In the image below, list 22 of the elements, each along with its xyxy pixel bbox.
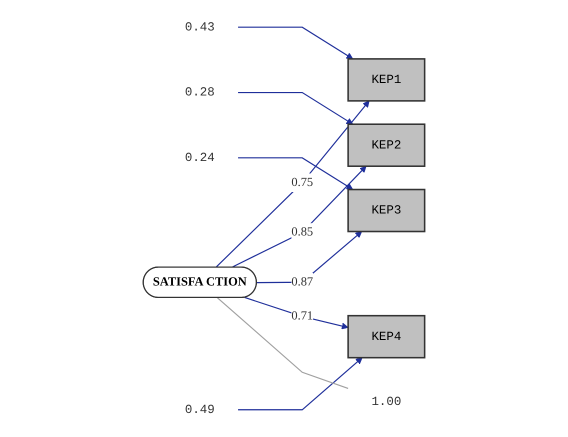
node-box: KEP1	[347, 58, 426, 102]
arrow	[256, 231, 362, 284]
node-text: 0.49	[184, 402, 215, 417]
node-text: 0.24	[184, 150, 215, 165]
arrow	[238, 157, 354, 190]
edge-label: 0.71	[291, 309, 314, 323]
node-box: KEP3	[347, 188, 426, 232]
node-text: 0.43	[184, 20, 215, 34]
arrow	[238, 26, 354, 60]
arrow	[238, 357, 363, 410]
arrow	[231, 166, 367, 268]
edge-label: 0.75	[291, 176, 314, 189]
edge-label: 0.87	[291, 275, 314, 288]
node-text: 1.00	[372, 394, 402, 409]
node-text: 0.28	[184, 86, 215, 100]
arrow	[215, 100, 370, 268]
connector	[217, 297, 348, 390]
node-box: KEP4	[347, 314, 426, 358]
arrow	[238, 92, 354, 125]
node-box: KEP2	[347, 123, 426, 167]
edge-label: 0.85	[291, 225, 314, 239]
arrow	[244, 296, 348, 330]
